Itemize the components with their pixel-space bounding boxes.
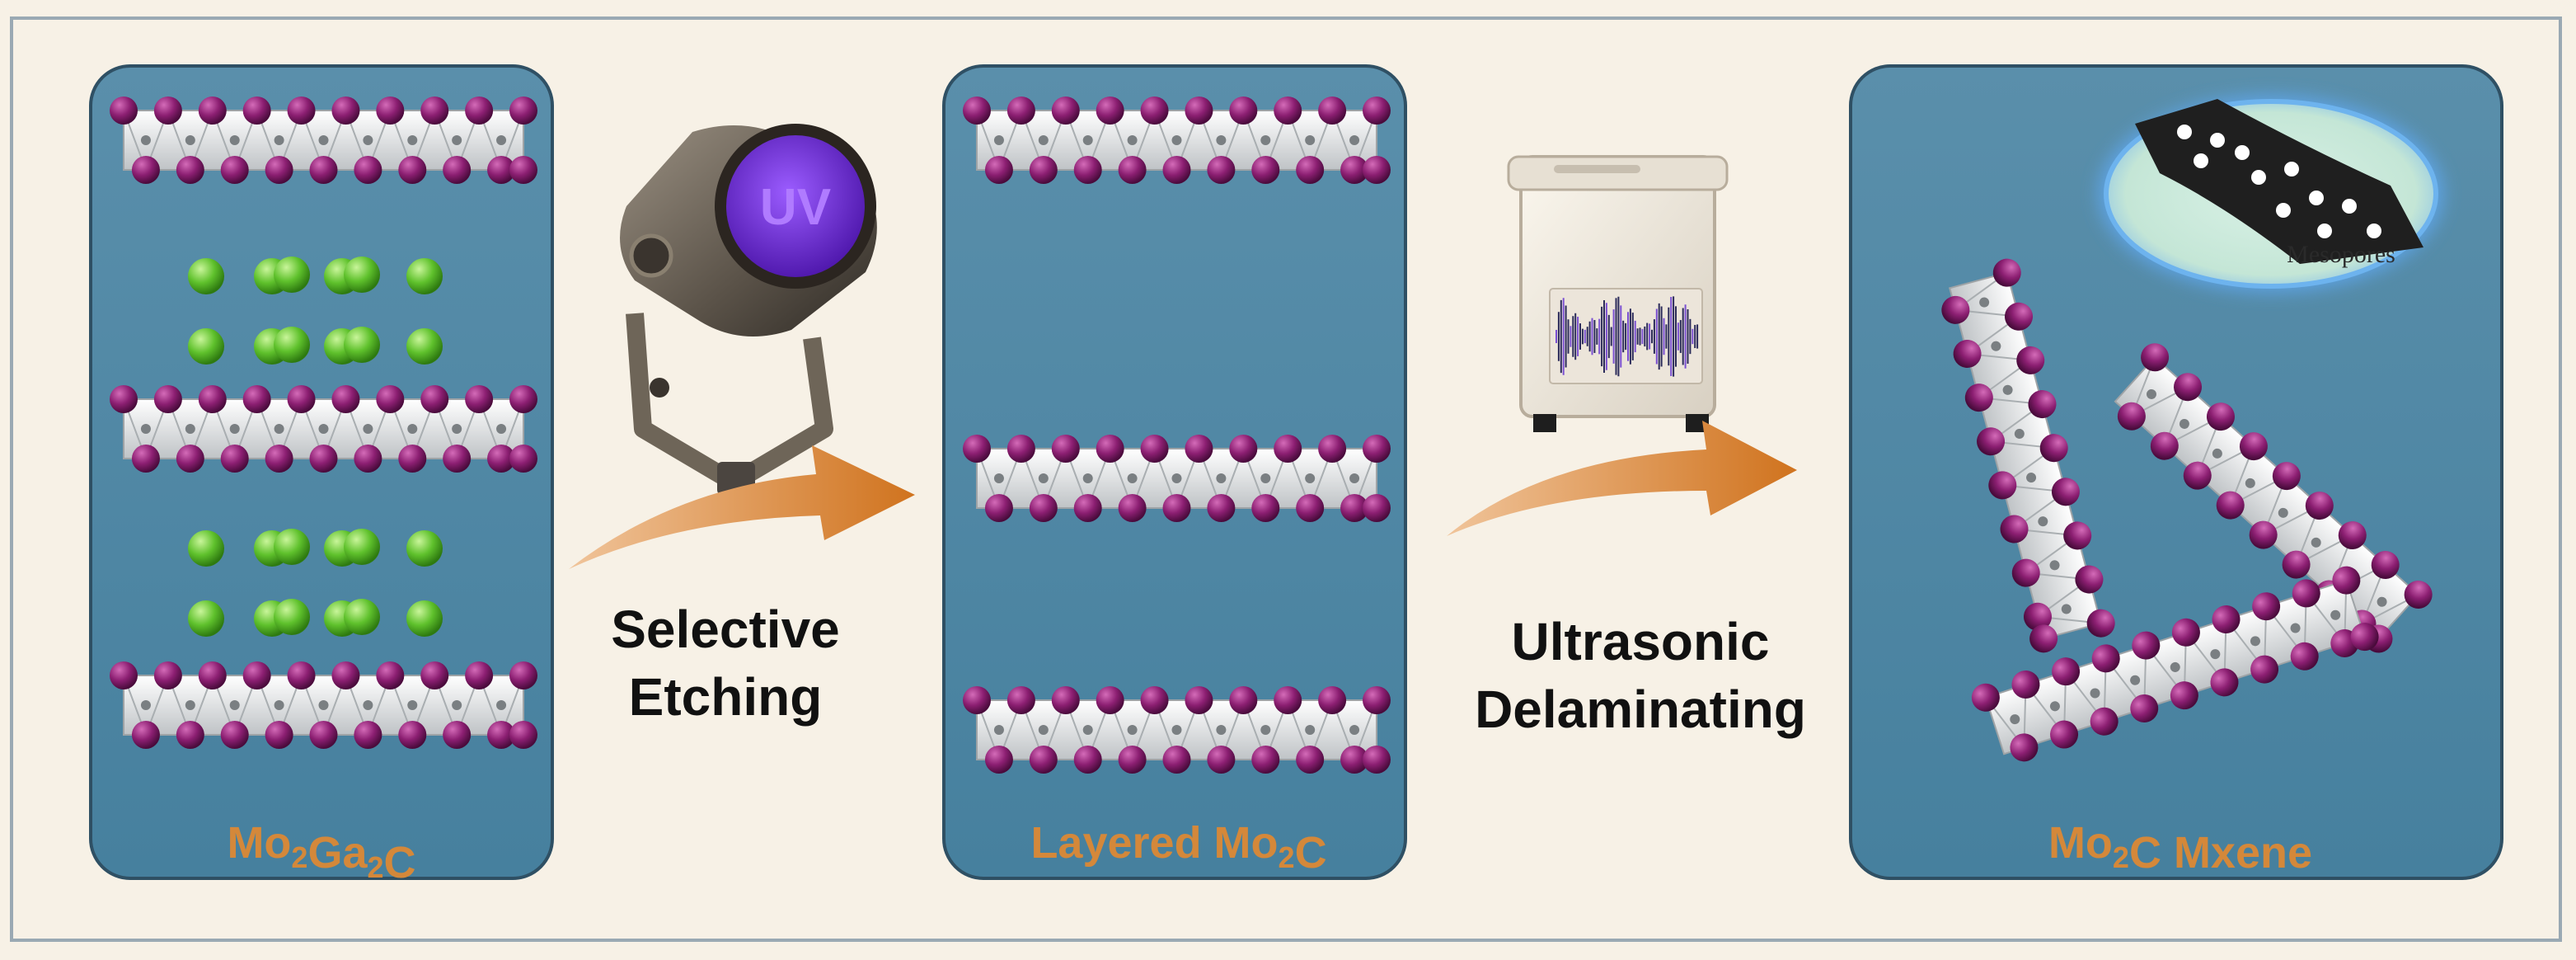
ga-atom [406, 600, 443, 637]
ga-atom [406, 258, 443, 294]
ga-atom [406, 328, 443, 365]
step-label-etching: Selective [611, 600, 840, 659]
mesoporous-sheet-icon [2135, 99, 2424, 264]
pore [2309, 191, 2324, 205]
ultrasonic-bath-icon [1507, 155, 1729, 432]
mesopores-inset: Mesopores [2098, 95, 2444, 293]
mo2c-slab [110, 385, 537, 473]
mo2c-slab [963, 96, 1391, 184]
pore [2367, 224, 2381, 238]
step-label-etching: Etching [629, 667, 823, 727]
mo2c-slab [963, 435, 1391, 522]
pore [2342, 199, 2357, 214]
process-arrow [569, 445, 915, 569]
mo2c-slab [963, 686, 1391, 774]
pore [2251, 170, 2266, 185]
panel-label-mo2ga2c: Mo2Ga2C [227, 818, 415, 887]
mo2c-slab [110, 96, 537, 184]
pore [2317, 224, 2332, 238]
process-arrow [1447, 421, 1797, 536]
step-label-delaminating: Ultrasonic [1512, 612, 1770, 671]
ga-atom [406, 530, 443, 567]
pore [2284, 162, 2299, 176]
sound-wave-icon [1555, 296, 1699, 377]
pore [2235, 145, 2250, 160]
pore [2194, 153, 2208, 168]
ga-atom [188, 530, 224, 567]
uv-lamp-label: UV [760, 179, 831, 236]
mxene-sheet [1971, 566, 2379, 762]
mesopores-label: Mesopores [2287, 241, 2395, 268]
ga-atom [188, 600, 224, 637]
panel-label-layered: Layered Mo2C [1030, 818, 1326, 878]
step-label-delaminating: Delaminating [1475, 680, 1806, 739]
ga-atom [188, 328, 224, 365]
ga-atom [188, 258, 224, 294]
pore [2276, 203, 2291, 218]
uv-lamp-icon: UV [620, 124, 877, 495]
panel-label-mxene: Mo2C Mxene [2048, 818, 2312, 878]
mxene-sheet [1941, 258, 2115, 653]
pore [2177, 125, 2192, 139]
mo2c-slab [110, 661, 537, 749]
pore [2210, 133, 2225, 148]
